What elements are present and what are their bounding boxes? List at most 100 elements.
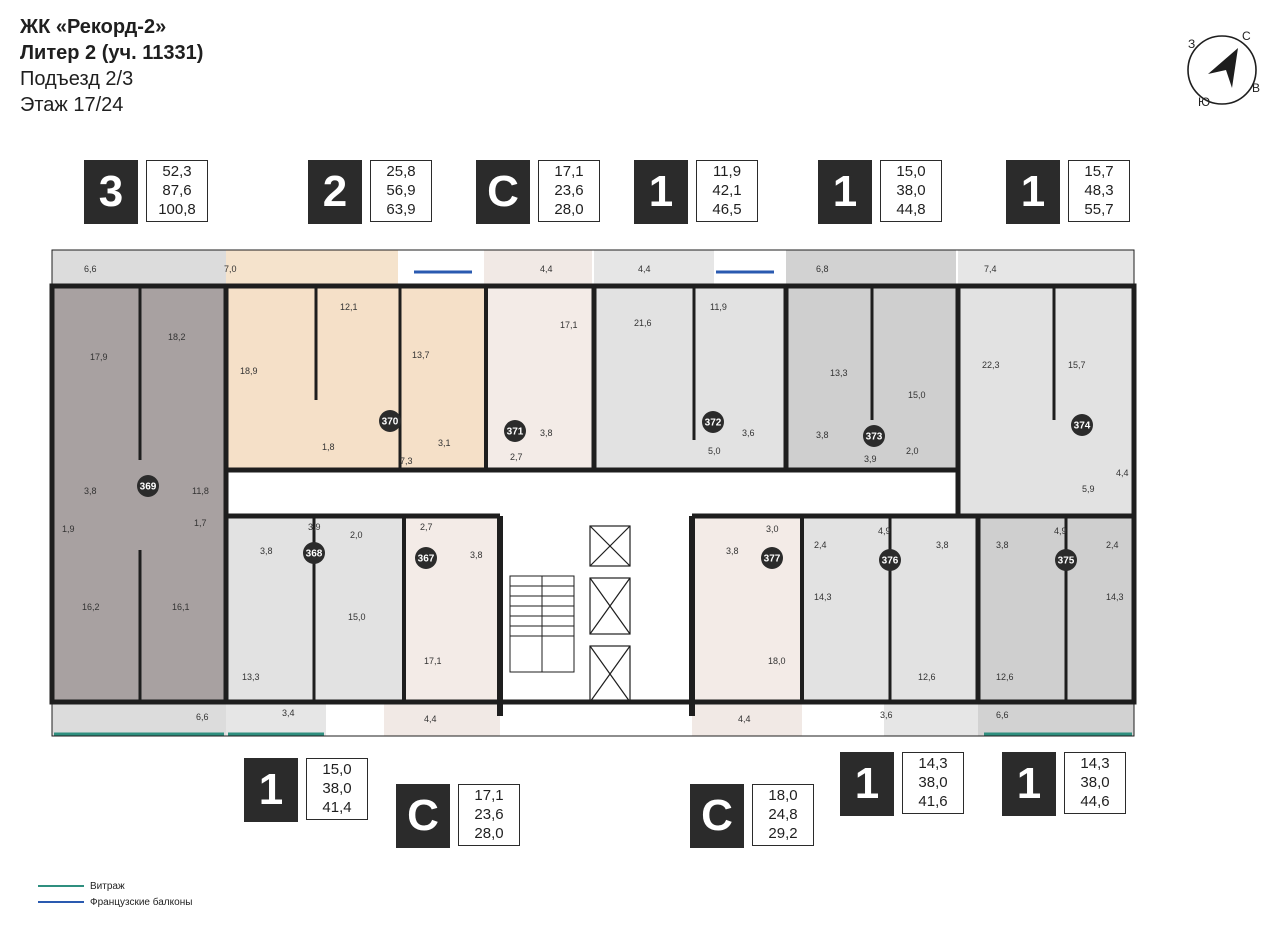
- room-area: 4,4: [1116, 468, 1129, 478]
- living-area: 14,3: [1080, 755, 1110, 772]
- balcony-376: [884, 702, 978, 736]
- room-area: 6,8: [816, 264, 829, 274]
- living-area: 15,0: [322, 761, 352, 778]
- room-area: 5,0: [708, 446, 721, 456]
- full-area: 55,7: [1084, 201, 1114, 218]
- areas-box: 18,0 24,8 29,2: [752, 784, 814, 846]
- svg-text:374: 374: [1074, 421, 1091, 432]
- living-area: 15,0: [896, 163, 926, 180]
- room-area: 7,0: [224, 264, 237, 274]
- rooms-badge: 1: [840, 752, 894, 816]
- svg-text:369: 369: [140, 482, 157, 493]
- living-area: 17,1: [554, 163, 584, 180]
- room-area: 11,8: [192, 486, 209, 496]
- apartment-marker-375[interactable]: 375: [1055, 549, 1077, 571]
- full-area: 46,5: [712, 201, 742, 218]
- apartment-marker-370[interactable]: 370: [379, 410, 401, 432]
- living-area: 17,1: [474, 787, 504, 804]
- apartment-374[interactable]: [958, 286, 1134, 516]
- apartment-375[interactable]: [978, 516, 1134, 702]
- room-area: 13,3: [830, 368, 848, 378]
- room-area: 4,4: [638, 264, 651, 274]
- areas-box: 15,0 38,0 41,4: [306, 758, 368, 820]
- room-area: 3,8: [996, 540, 1009, 550]
- full-area: 41,6: [918, 793, 948, 810]
- floor-label: Этаж 17/24: [20, 94, 124, 116]
- room-area: 21,6: [634, 318, 652, 328]
- room-area: 12,6: [996, 672, 1014, 682]
- apartment-371[interactable]: [486, 286, 594, 470]
- room-area: 3,4: [282, 708, 295, 718]
- room-area: 12,1: [340, 302, 358, 312]
- living-area: 18,0: [768, 787, 798, 804]
- rooms-badge: 1: [818, 160, 872, 224]
- room-area: 3,8: [726, 546, 739, 556]
- elevator-icon: [589, 525, 631, 703]
- room-area: 3,1: [438, 438, 451, 448]
- full-area: 100,8: [158, 201, 196, 218]
- room-area: 3,9: [308, 522, 321, 532]
- apartment-377[interactable]: [692, 516, 802, 702]
- svg-text:377: 377: [764, 554, 781, 565]
- apartment-marker-377[interactable]: 377: [761, 547, 783, 569]
- room-area: 3,8: [816, 430, 829, 440]
- entrance-label: Подъезд 2/3: [20, 68, 134, 90]
- room-area: 4,9: [1054, 526, 1067, 536]
- apartment-367[interactable]: [404, 516, 500, 702]
- areas-box: 14,3 38,0 41,6: [902, 752, 964, 814]
- total-area: 87,6: [162, 182, 192, 199]
- room-area: 3,8: [84, 486, 97, 496]
- compass-west: З: [1188, 37, 1195, 51]
- areas-box: 15,7 48,3 55,7: [1068, 160, 1130, 222]
- apartment-marker-373[interactable]: 373: [863, 425, 885, 447]
- stair-icon: [509, 575, 575, 673]
- complex-title: ЖК «Рекорд-2»: [20, 16, 167, 38]
- areas-box: 11,9 42,1 46,5: [696, 160, 758, 222]
- full-area: 44,6: [1080, 793, 1110, 810]
- floor-plan: 6,6 17,9 18,2 3,8 11,8 1,9 1,7 16,2 16,1…: [49, 249, 1137, 737]
- compass-icon: З С В Ю: [1187, 29, 1260, 109]
- rooms-badge: 1: [244, 758, 298, 822]
- room-area: 4,4: [424, 714, 437, 724]
- compass-north: С: [1242, 29, 1251, 43]
- room-area: 18,0: [768, 656, 786, 666]
- room-area: 16,2: [82, 602, 100, 612]
- balcony-367: [384, 702, 500, 736]
- apartment-marker-376[interactable]: 376: [879, 549, 901, 571]
- room-area: 3,8: [936, 540, 949, 550]
- apartment-372[interactable]: [594, 286, 786, 470]
- apartment-marker-374[interactable]: 374: [1071, 414, 1093, 436]
- rooms-badge: С: [476, 160, 530, 224]
- apartment-marker-371[interactable]: 371: [504, 420, 526, 442]
- room-area: 11,9: [710, 302, 727, 312]
- apartment-370[interactable]: [226, 286, 486, 470]
- room-area: 17,1: [560, 320, 578, 330]
- compass-south: Ю: [1198, 95, 1210, 109]
- apartment-marker-369[interactable]: 369: [137, 475, 159, 497]
- apartment-marker-372[interactable]: 372: [702, 411, 724, 433]
- apartment-marker-368[interactable]: 368: [303, 542, 325, 564]
- apartment-marker-367[interactable]: 367: [415, 547, 437, 569]
- room-area: 2,7: [510, 452, 523, 462]
- room-area: 22,3: [982, 360, 1000, 370]
- total-area: 23,6: [554, 182, 584, 199]
- living-area: 14,3: [918, 755, 948, 772]
- total-area: 38,0: [322, 780, 352, 797]
- room-labels: 6,6 17,9 18,2 3,8 11,8 1,9 1,7 16,2 16,1…: [62, 264, 1129, 724]
- room-area: 6,6: [84, 264, 97, 274]
- room-area: 4,9: [878, 526, 891, 536]
- total-area: 23,6: [474, 806, 504, 823]
- room-area: 4,4: [540, 264, 553, 274]
- svg-text:373: 373: [866, 432, 883, 443]
- room-area: 16,1: [172, 602, 190, 612]
- total-area: 38,0: [918, 774, 948, 791]
- french-balcony-swatch: [38, 901, 84, 903]
- room-area: 17,1: [424, 656, 442, 666]
- room-area: 6,6: [996, 710, 1009, 720]
- total-area: 48,3: [1084, 182, 1114, 199]
- room-area: 2,0: [350, 530, 363, 540]
- total-area: 56,9: [386, 182, 416, 199]
- balcony-377: [692, 702, 802, 736]
- full-area: 28,0: [554, 201, 584, 218]
- room-area: 5,9: [1082, 484, 1095, 494]
